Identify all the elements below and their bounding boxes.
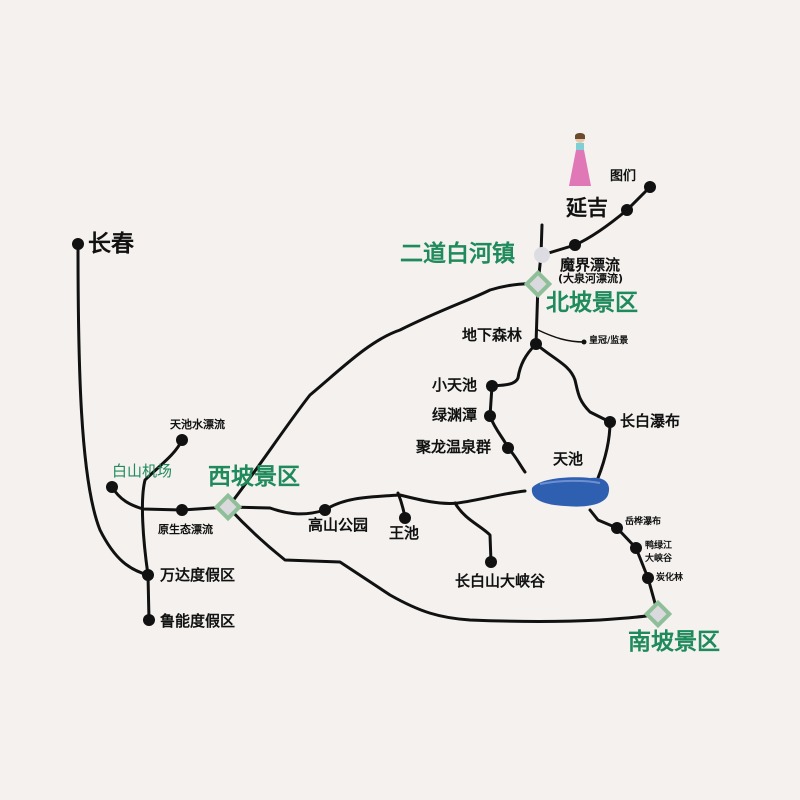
dot-xiaotianchi [486, 380, 498, 392]
dot-forest [530, 338, 542, 350]
route-airport [110, 485, 184, 512]
route-wanda-luneng [146, 573, 151, 622]
dot-mojie [569, 239, 581, 251]
route-west-south [226, 505, 660, 623]
scenic-west-slope: 西坡景区 [208, 463, 300, 490]
dot-yuanshengtai [176, 504, 188, 516]
route-changchun-wanda [76, 242, 150, 577]
dot-waterfall [604, 416, 616, 428]
stop-alpine-park: 高山公园 [308, 516, 369, 534]
stop-grand-canyon: 长白山大峡谷 [455, 572, 546, 590]
route-tianchi-south [588, 508, 660, 616]
stop-yuanshengtai-rafting: 原生态漂流 [158, 523, 213, 536]
dot-tumen [644, 181, 656, 193]
stop-mojie-rafting-sub: (大泉河漂流) [558, 272, 624, 285]
dot-airport [106, 481, 118, 493]
city-tumen: 图们 [610, 169, 637, 184]
stop-wanda-resort: 万达度假区 [160, 566, 236, 584]
dot-tianchi-rafting [176, 434, 188, 446]
route-west-tianchi [226, 489, 527, 516]
stop-julong-hotspring: 聚龙温泉群 [416, 438, 492, 456]
dot-yuehua [611, 522, 623, 534]
north-slope-marker [523, 269, 553, 299]
tianchi-lake [531, 477, 610, 507]
route-forest-tianchi-west [488, 342, 538, 474]
stop-tanhua-forest: 炭化林 [656, 573, 684, 583]
stop-tianchi-rafting: 天池水漂流 [170, 418, 225, 431]
dot-yalu [630, 542, 642, 554]
stop-huangguan: 皇冠/监景 [589, 336, 629, 346]
stop-underground-forest: 地下森林 [462, 326, 523, 344]
dot-wangchi [399, 512, 411, 524]
stop-luneng-resort: 鲁能度假区 [160, 612, 236, 630]
lake-tianchi-label: 天池 [553, 450, 584, 468]
dot-wanda [142, 569, 154, 581]
route-forest-waterfall [534, 342, 612, 480]
airport-baishan: 白山机场 [112, 462, 173, 480]
route-west-north [226, 282, 540, 509]
dot-huangguan [581, 339, 587, 345]
dot-tanhua [642, 572, 654, 584]
route-tianchi-rafting [140, 438, 184, 577]
scenic-markers [213, 269, 673, 629]
dot-lvyuan [484, 410, 496, 422]
erdaobaihe-marker [534, 247, 550, 263]
stop-yuehua-waterfall: 岳桦瀑布 [625, 517, 662, 527]
stop-dots [72, 181, 656, 626]
scenic-north-slope: 北坡景区 [546, 289, 638, 316]
city-yanji: 延吉 [566, 195, 608, 220]
dot-julong [502, 442, 514, 454]
scenic-south-slope: 南坡景区 [628, 628, 720, 655]
stop-yalu-canyon-line1: 鸭绿江 [645, 541, 673, 551]
korean-dress-figure-icon [569, 133, 591, 186]
south-slope-marker [643, 599, 673, 629]
stop-wangchi: 王池 [389, 524, 420, 542]
route-lines [76, 185, 660, 623]
dot-yanji [621, 204, 633, 216]
dot-canyon [485, 556, 497, 568]
dot-luneng [143, 614, 155, 626]
city-changchun: 长春 [88, 230, 134, 257]
route-huangguan [537, 329, 585, 343]
dot-alpine-park [319, 504, 331, 516]
town-erdaobaihe: 二道白河镇 [400, 240, 515, 267]
stop-yalu-canyon-line2: 大峡谷 [645, 554, 673, 564]
dot-changchun [72, 238, 84, 250]
stop-lvyuan-pool: 绿渊潭 [432, 406, 478, 424]
stop-xiao-tianchi: 小天池 [432, 376, 478, 394]
stop-changbai-waterfall: 长白瀑布 [620, 412, 681, 430]
route-canyon [453, 501, 493, 564]
west-slope-marker [213, 492, 243, 522]
stop-mojie-rafting: 魔界漂流 [560, 256, 621, 274]
